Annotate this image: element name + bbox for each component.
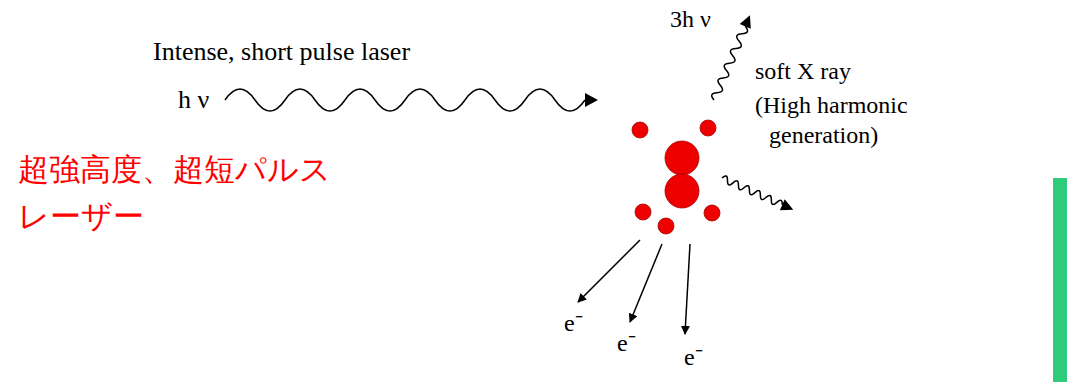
photon-arrow — [708, 13, 755, 102]
electron-label: e⁻ — [617, 328, 636, 358]
electron-dot — [635, 204, 651, 220]
electron-label: e⁻ — [564, 308, 583, 338]
electron-dot — [704, 205, 720, 221]
photon-label: h ν — [178, 84, 209, 117]
molecule — [632, 120, 720, 234]
xray-label: soft X ray — [755, 56, 851, 86]
photon-label: 3h ν — [670, 4, 711, 34]
electron-dot — [658, 218, 674, 234]
laser-wave — [225, 89, 585, 111]
electron-arrow — [685, 244, 690, 334]
japanese-title: 超強高度、超短パルス レーザー — [18, 146, 353, 239]
electron-arrow — [630, 244, 662, 322]
photon-wave — [710, 25, 749, 102]
electron-dot — [700, 120, 716, 136]
arrow-head — [740, 13, 756, 29]
nucleus — [665, 174, 699, 208]
nucleus — [665, 141, 699, 175]
xray-note: (High harmonic generation) — [755, 90, 939, 150]
arrow-head — [585, 93, 598, 107]
arrow-head — [780, 199, 796, 215]
side-bar — [1053, 178, 1067, 382]
electron-arrow — [578, 240, 640, 302]
laser-label: Intense, short pulse laser — [153, 36, 410, 69]
electron-label: e⁻ — [684, 342, 703, 372]
electron-dot — [632, 122, 648, 138]
xray-wave — [721, 175, 784, 208]
xray-arrow — [720, 173, 796, 216]
